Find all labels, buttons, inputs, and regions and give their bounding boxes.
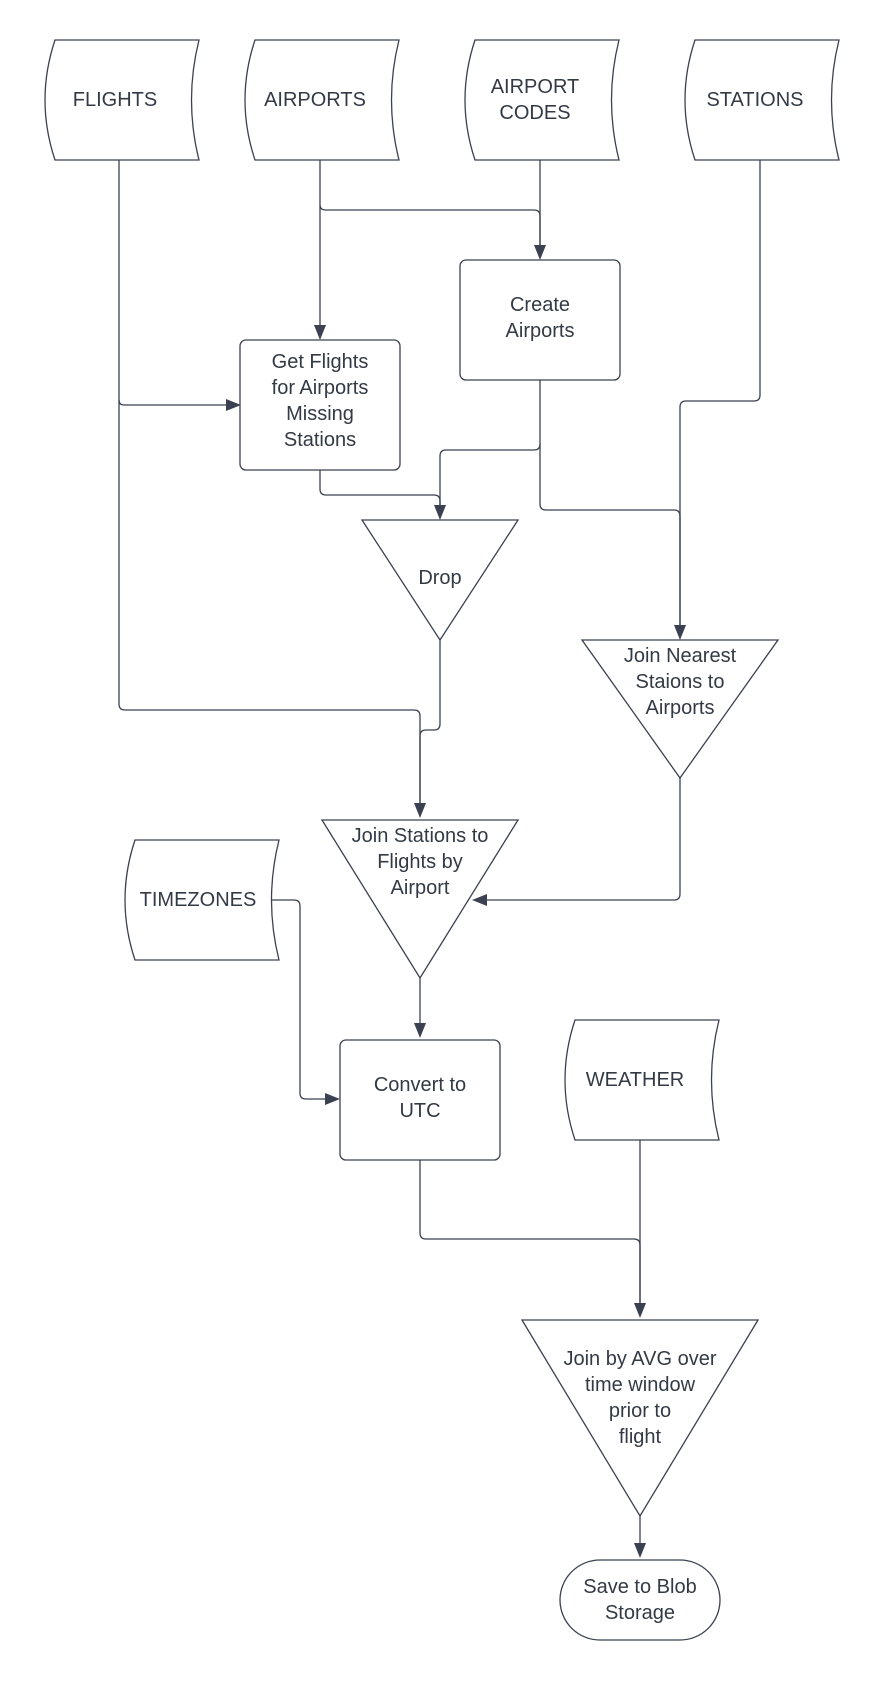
node-timezones-shape — [124, 839, 280, 961]
edge-create-airports-to-drop — [439, 380, 541, 505]
node-flights-shape — [44, 39, 200, 161]
edge-create-airports-to-join-nearest — [539, 444, 681, 625]
node-save-blob-shape — [559, 1559, 721, 1641]
arrowhead — [414, 1023, 426, 1038]
node-get-flights-shape — [239, 339, 401, 471]
arrowhead — [414, 803, 426, 818]
arrowhead — [634, 1303, 646, 1318]
edge-join-nearest-to-join-stations — [487, 778, 681, 901]
node-airport-codes-shape — [464, 39, 620, 161]
arrowhead — [472, 894, 487, 906]
arrowhead — [434, 505, 446, 520]
node-airports-shape — [244, 39, 400, 161]
node-stations-shape — [684, 39, 840, 161]
arrowhead — [325, 1093, 340, 1105]
arrowhead — [674, 625, 686, 640]
node-weather-shape — [564, 1019, 720, 1141]
edge-get-flights-to-drop — [319, 470, 441, 505]
node-join-stations-shape — [320, 819, 520, 980]
arrowhead — [226, 399, 241, 411]
edge-convert-to-join-avg — [419, 1160, 641, 1303]
edge-stations-to-join-nearest — [679, 160, 761, 625]
node-join-nearest-shape — [580, 639, 780, 780]
node-join-avg-shape — [520, 1319, 760, 1518]
edge-drop-to-join-stations — [419, 640, 441, 803]
edge-timezones-to-convert — [267, 899, 325, 1100]
arrowhead — [534, 245, 546, 260]
edge-flights-to-join-stations — [118, 400, 421, 803]
edge-airports-to-create-airports — [319, 204, 541, 245]
edge-flights-to-get-flights — [118, 160, 226, 406]
node-create-airports-shape — [459, 259, 621, 381]
arrowhead — [314, 325, 326, 340]
node-drop-shape — [360, 519, 520, 642]
arrowhead — [634, 1543, 646, 1558]
node-convert-utc-shape — [339, 1039, 501, 1161]
